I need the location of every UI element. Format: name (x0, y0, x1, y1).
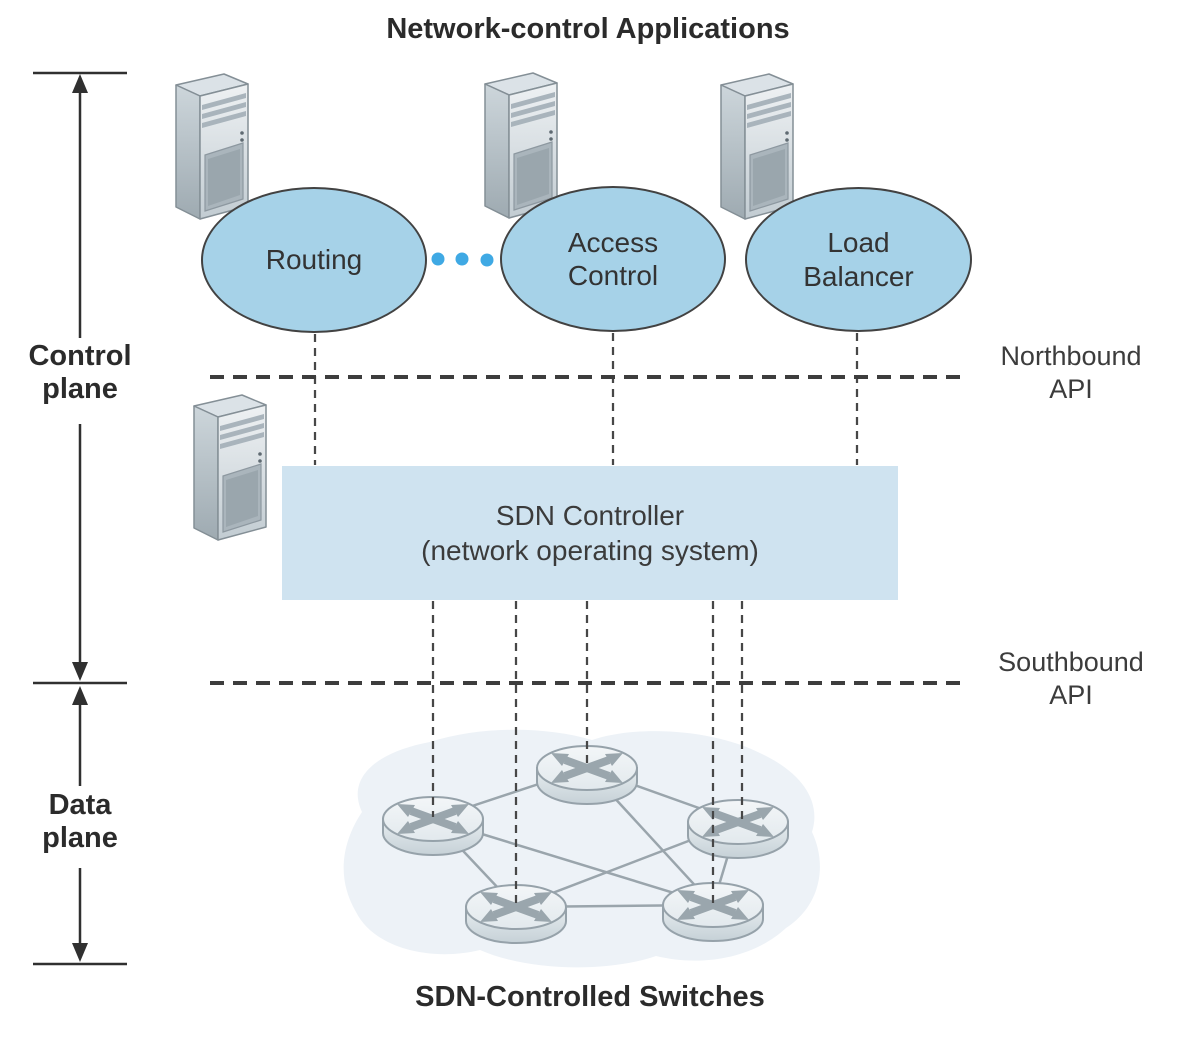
app-ellipse-access-control: Access Control (500, 186, 726, 332)
label-northbound-api: Northbound API (1000, 341, 1142, 404)
server-icon (720, 73, 794, 220)
app-ellipse-load-balancer: Load Balancer (745, 187, 972, 332)
controller-switch-links (431, 601, 744, 905)
ellipsis-dots (431, 252, 494, 267)
label-southbound-api: Southbound API (998, 647, 1144, 710)
switch-icon (688, 800, 788, 858)
switch-icon (537, 746, 637, 804)
server-icon (484, 72, 558, 219)
app-controller-links (313, 333, 859, 465)
switch-icon (663, 883, 763, 941)
app-ellipse-routing: Routing (201, 187, 427, 333)
switch-icon (383, 797, 483, 855)
label-data-plane: Data plane (42, 789, 118, 855)
data-plane-arrow (33, 686, 127, 966)
control-plane-arrow (33, 71, 127, 685)
label-control-plane: Control plane (28, 340, 132, 406)
diagram-title: Network-control Applications (386, 13, 790, 45)
sdn-controller-box: SDN Controller (network operating system… (282, 466, 898, 600)
switches-caption: SDN-Controlled Switches (415, 981, 765, 1013)
server-icon (193, 394, 267, 541)
switch-icon (466, 885, 566, 943)
server-icon (175, 73, 249, 220)
